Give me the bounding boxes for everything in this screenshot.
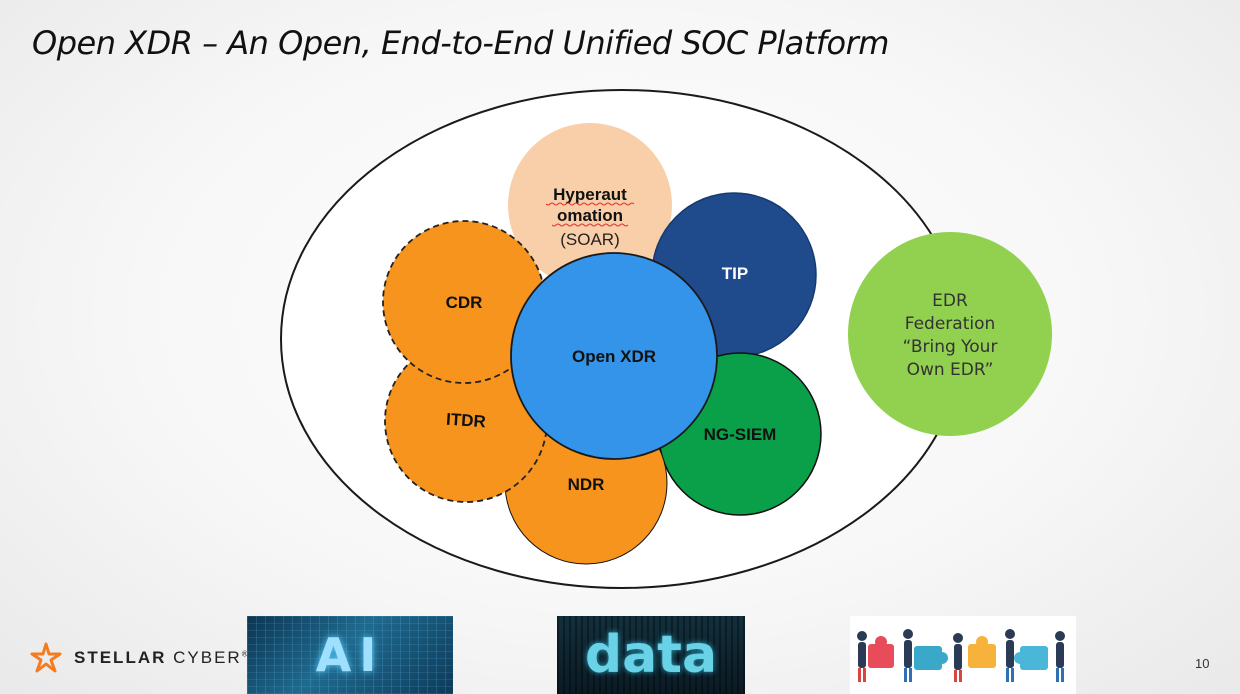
hyperautomation-label-line3: (SOAR) (560, 230, 620, 249)
hyperautomation-circle: Hyperaut omation (SOAR) (508, 123, 672, 287)
spellcheck-underline (551, 223, 629, 227)
logo-word-stellar: STELLAR (74, 648, 167, 667)
edr-label-line1: EDR (932, 291, 968, 311)
logo-wordmark: STELLAR CYBER® (74, 648, 248, 668)
ai-image-text: AI (315, 628, 385, 682)
edr-label-line3: “Bring Your (903, 337, 998, 357)
cdr-label: CDR (446, 293, 483, 312)
slide-title: Open XDR – An Open, End-to-End Unified S… (32, 24, 889, 62)
open-xdr-circle: Open XDR (510, 252, 718, 460)
page-number: 10 (1195, 656, 1210, 671)
ai-image: AI (247, 616, 453, 694)
people-puzzle-image (850, 616, 1076, 694)
open-xdr-label: Open XDR (572, 347, 656, 366)
ng-siem-label: NG-SIEM (704, 425, 777, 444)
data-image: data (557, 616, 745, 694)
stellar-cyber-logo: STELLAR CYBER® (26, 640, 248, 676)
logo-registered-mark: ® (241, 649, 248, 659)
logo-word-cyber: CYBER (173, 648, 242, 667)
cdr-circle: CDR (382, 220, 546, 384)
edr-federation-circle: EDR Federation “Bring Your Own EDR” (848, 232, 1052, 436)
people-puzzle-illustration (857, 629, 1065, 682)
hyperautomation-label-line1: Hyperaut (553, 185, 627, 204)
spellcheck-underline (545, 202, 635, 206)
stellar-star-icon (30, 642, 62, 673)
edr-label-line4: Own EDR” (907, 360, 994, 380)
edr-label-line2: Federation (905, 314, 996, 334)
itdr-label: ITDR (446, 410, 487, 432)
tip-label: TIP (722, 264, 748, 283)
ndr-label: NDR (568, 475, 605, 494)
hyperautomation-label-line2: omation (557, 206, 623, 225)
data-image-text: data (584, 625, 718, 685)
